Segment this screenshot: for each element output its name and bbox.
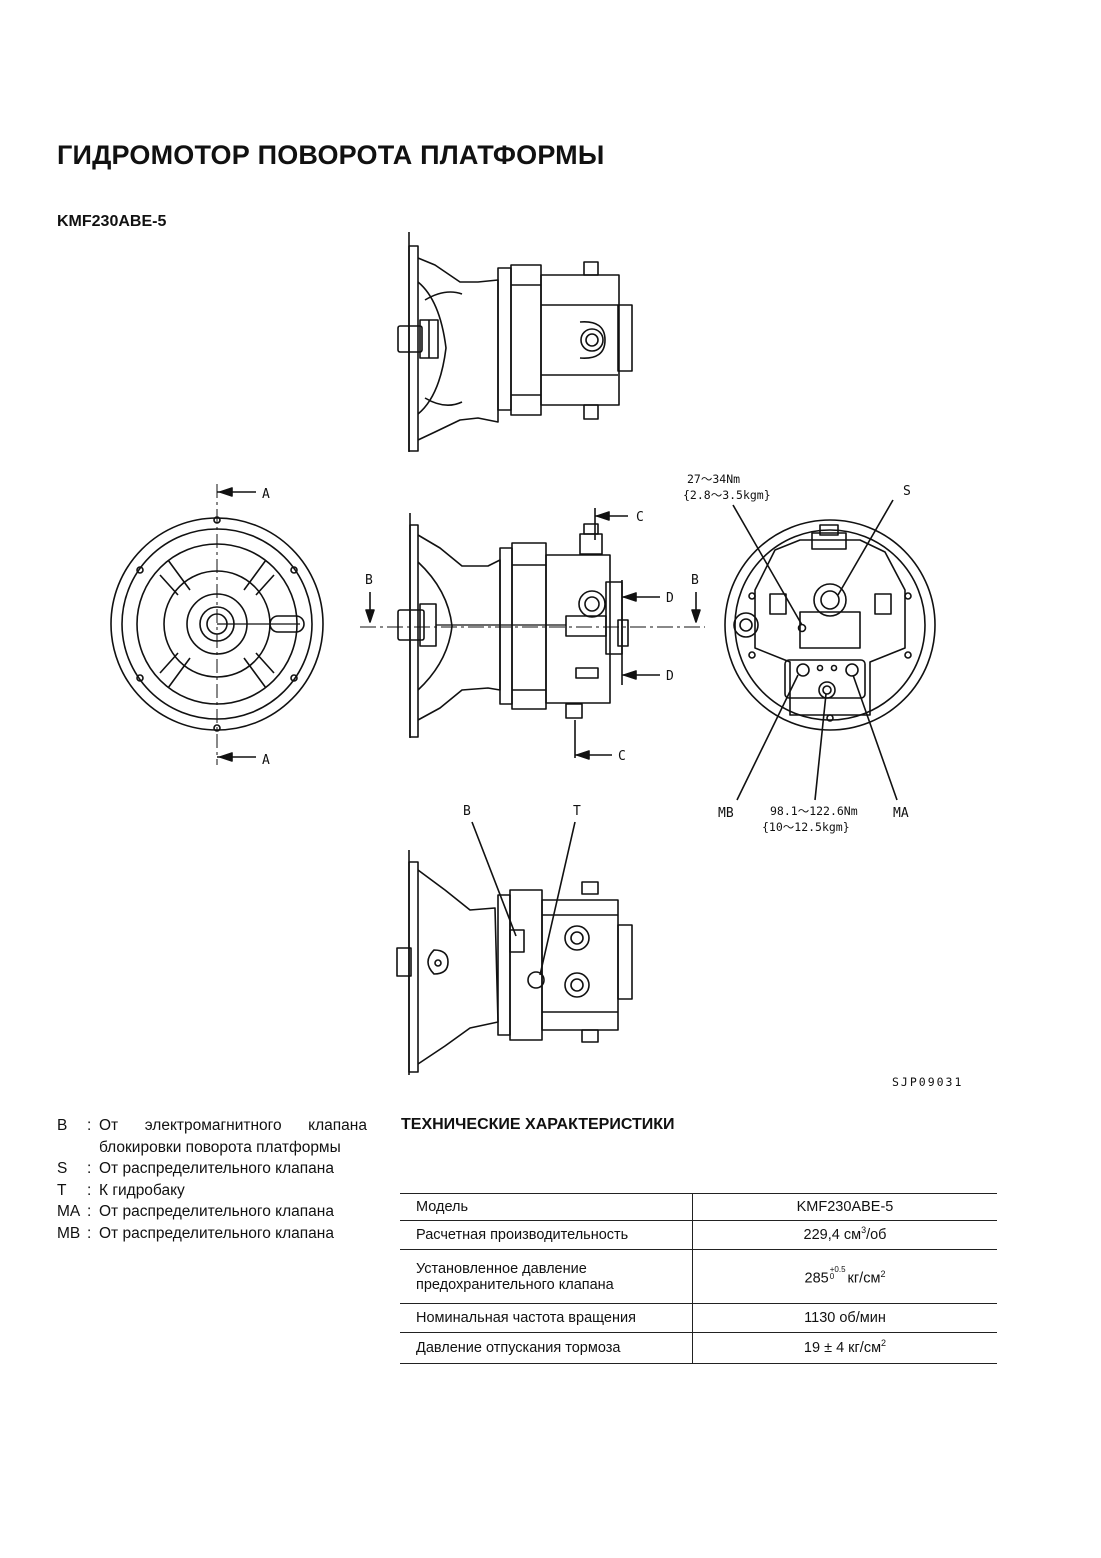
legend-code: B: [57, 1117, 68, 1134]
legend-code: T: [57, 1181, 67, 1199]
legend-code: MB: [57, 1224, 81, 1242]
spec-value-main: 285: [804, 1270, 829, 1287]
legend-row: MB : От распределительного клапана: [57, 1223, 367, 1245]
legend-separator: :: [87, 1203, 92, 1220]
specs-title: ТЕХНИЧЕСКИЕ ХАРАКТЕРИСТИКИ: [401, 1116, 675, 1133]
legend-text: От распределительного клапана: [99, 1224, 334, 1242]
spec-label-line: Установленное давление: [416, 1260, 587, 1277]
spec-label: Давление отпускания тормоза: [400, 1332, 693, 1364]
legend-text: От распределительного клапана: [99, 1160, 334, 1177]
torque-bottom-line2: {10～12.5kgm}: [762, 820, 850, 834]
spec-value-sup: 2: [881, 1338, 887, 1349]
torque-top-line2: {2.8～3.5kgm}: [683, 488, 771, 502]
label-a-bottom: A: [262, 753, 270, 768]
rear-view: [724, 499, 936, 801]
specs-table: Модель KMF230ABE-5 Расчетная производите…: [400, 1193, 997, 1364]
center-side-view: [360, 508, 705, 760]
label-a-top: A: [262, 487, 270, 502]
legend-separator: :: [87, 1224, 92, 1242]
spec-value-main: 19 ± 4 кг/см: [803, 1340, 882, 1356]
label-b-bottom: B: [463, 804, 471, 819]
table-row: Номинальная частота вращения 1130 об/мин: [400, 1303, 997, 1333]
spec-label-line: предохранительного клапана: [416, 1276, 614, 1293]
label-d-top: D: [666, 591, 674, 606]
top-side-view: [397, 232, 633, 452]
label-d-bottom: D: [666, 669, 674, 684]
legend-text: блокировки поворота платформы: [99, 1138, 341, 1156]
spec-label: Номинальная частота вращения: [400, 1303, 693, 1333]
spec-value: 19 ± 4 кг/см2: [692, 1332, 997, 1364]
spec-label: Модель: [400, 1193, 693, 1221]
table-row: Расчетная производительность 229,4 см3/о…: [400, 1220, 997, 1250]
legend-code: [57, 1137, 87, 1159]
bottom-side-view: [396, 821, 633, 1075]
spec-value-main: 229,4 см: [803, 1227, 862, 1243]
label-ma: MA: [893, 806, 909, 821]
legend-text: К гидробаку: [99, 1181, 185, 1199]
label-c-top: C: [636, 510, 644, 525]
spec-label: Расчетная производительность: [400, 1220, 693, 1250]
legend-separator: :: [87, 1181, 92, 1199]
legend-code: MA: [57, 1203, 81, 1220]
legend-separator: [87, 1137, 99, 1159]
label-t: T: [573, 804, 581, 819]
legend-row: B : От электромагнитного клапана: [57, 1115, 367, 1137]
legend-row: S : От распределительного клапана: [57, 1158, 367, 1180]
tolerance-lower: 0: [829, 1272, 835, 1282]
label-s: S: [903, 484, 911, 499]
legend-separator: :: [87, 1117, 92, 1134]
label-b-right: B: [691, 573, 699, 588]
model-code: KMF230ABE-5: [57, 213, 167, 230]
legend-text: От электромагнитного клапана: [99, 1117, 367, 1134]
spec-value: 229,4 см3/об: [692, 1220, 997, 1250]
spec-value: KMF230ABE-5: [692, 1193, 997, 1221]
spec-value-sup: 2: [880, 1268, 886, 1279]
front-view: [110, 484, 324, 765]
page-title: ГИДРОМОТОР ПОВОРОТА ПЛАТФОРМЫ: [57, 140, 605, 170]
legend-row: MA : От распределительного клапана: [57, 1201, 367, 1223]
spec-value-tail: /об: [866, 1227, 887, 1243]
legend-text: От распределительного клапана: [99, 1203, 334, 1220]
label-b-left: B: [365, 573, 373, 588]
legend-row: T : К гидробаку: [57, 1180, 367, 1202]
legend-row: блокировки поворота платформы: [57, 1137, 367, 1159]
spec-value-unit: кг/см: [847, 1270, 881, 1287]
tolerance-upper: +0.5: [829, 1265, 846, 1275]
torque-top-line1: 27～34Nm: [687, 472, 740, 486]
motor-drawing: A A B B C C D D S MB MA B T 27～34Nm {2.8…: [110, 232, 963, 1089]
legend-code: S: [57, 1160, 68, 1177]
label-c-bottom: C: [618, 749, 626, 764]
legend-separator: :: [87, 1160, 92, 1177]
torque-bottom-line1: 98.1～122.6Nm: [770, 804, 858, 818]
spec-value-sup: 3: [861, 1225, 867, 1236]
table-row: Модель KMF230ABE-5: [400, 1193, 997, 1221]
table-row: Давление отпускания тормоза 19 ± 4 кг/см…: [400, 1332, 997, 1364]
port-legend: B : От электромагнитного клапана блокиро…: [57, 1115, 367, 1244]
drawing-labels: A A B B C C D D S MB MA B T 27～34Nm {2.8…: [262, 472, 963, 1089]
spec-value: 1130 об/мин: [692, 1303, 997, 1333]
label-mb: MB: [718, 806, 734, 821]
drawing-id: SJP09031: [892, 1075, 963, 1089]
